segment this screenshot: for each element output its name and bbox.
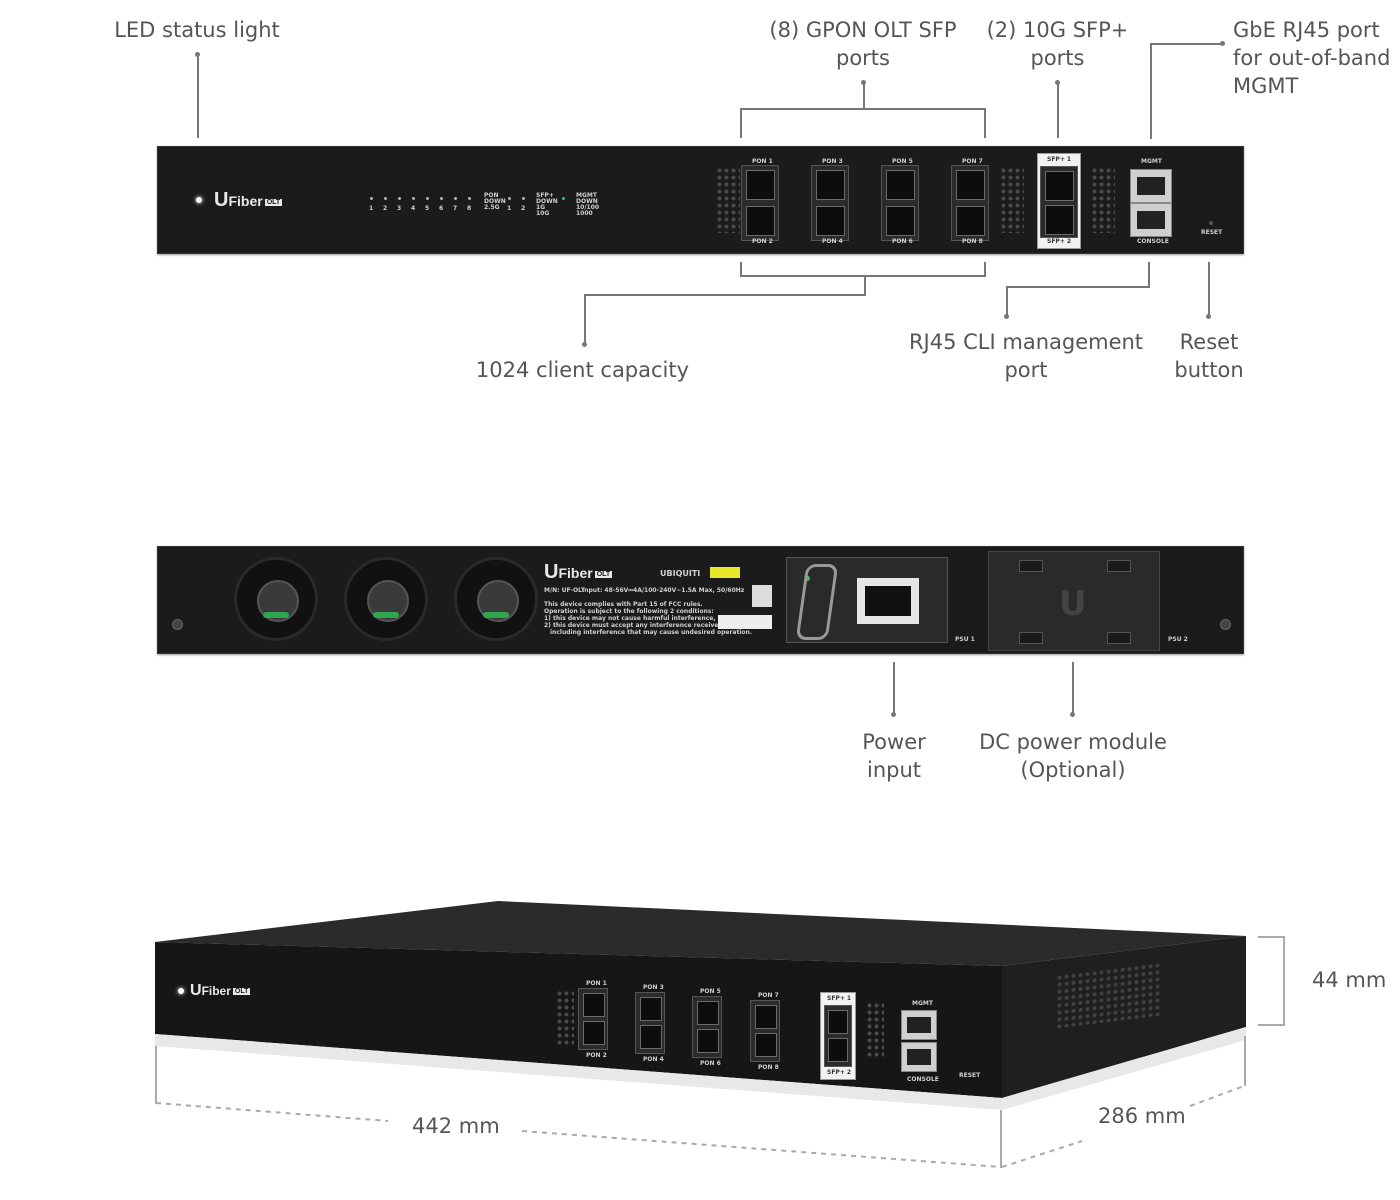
pon-port-1-2: [741, 165, 779, 241]
pon-port-3-4: [811, 165, 849, 241]
qr-code: [752, 585, 772, 607]
fan-3: [454, 557, 538, 641]
dimension-depth: 286 mm: [1098, 1104, 1186, 1128]
status-led: [196, 197, 202, 203]
dimension-height: 44 mm: [1312, 968, 1387, 992]
warning-label: [710, 567, 740, 578]
dimension-width: 442 mm: [412, 1114, 500, 1138]
console-port: [1130, 203, 1172, 237]
sfp-plus-block: SFP+ 1 SFP+ 2: [1037, 153, 1081, 249]
power-inlet: [857, 578, 919, 624]
front-vent-sfp: [1091, 167, 1115, 233]
ubiquiti-logo: UBIQUITI: [660, 569, 701, 578]
fan-1: [234, 557, 318, 641]
front-vent-right: [1000, 167, 1024, 233]
mgmt-port: [1130, 169, 1172, 203]
fan-2: [344, 557, 428, 641]
psu-2-blank: U: [988, 551, 1160, 651]
reset-button: [1209, 221, 1213, 225]
pon-port-7-8: [951, 165, 989, 241]
serial-label: [718, 615, 772, 629]
callout-sfp-plus: (2) 10G SFP+ports: [986, 18, 1129, 70]
callout-client-capacity: 1024 client capacity: [475, 358, 690, 382]
callout-dc-module: DC power module(Optional): [979, 730, 1167, 782]
psu-1: [786, 557, 948, 643]
callout-led-status: LED status light: [114, 18, 280, 42]
pon-port-5-6: [881, 165, 919, 241]
front-vent-left: [716, 167, 740, 233]
